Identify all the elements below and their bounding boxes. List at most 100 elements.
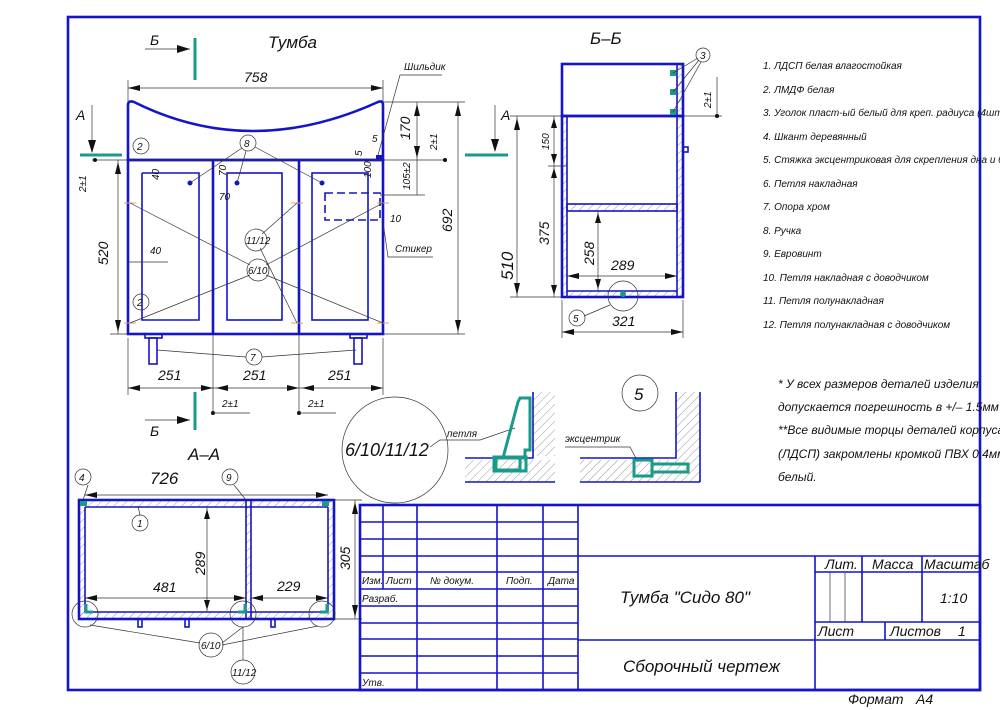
label-cam: эксцентрик — [565, 434, 622, 445]
product-name: Тумба "Сидо 80" — [620, 588, 751, 607]
dim-door-width-1: 251 — [157, 367, 181, 383]
front-view: Тумба Б 758 — [75, 32, 508, 439]
door-middle — [226, 172, 283, 321]
dim-top-height: 170 — [397, 116, 413, 140]
part-item: 7. Опора хром — [763, 202, 830, 213]
note-line: белый. — [778, 470, 817, 484]
svg-text:6/10: 6/10 — [201, 641, 221, 652]
title-block: Изм. Лист № докум. Подп. Дата Разраб. Ут… — [358, 503, 991, 707]
label-mass: Масса — [872, 556, 914, 572]
dim-5-v: 5 — [354, 150, 365, 156]
dim-bb-tol: 2±1 — [703, 91, 714, 109]
note-line: допускается погрешность в +/– 1.5мм — [778, 400, 999, 414]
svg-text:5: 5 — [573, 314, 579, 325]
svg-text:11/12: 11/12 — [232, 668, 257, 679]
section-aa: А–А 726 289 481 229 305 4 9 1 6/10 11/12 — [71, 445, 362, 685]
label-hinge: петля — [447, 429, 478, 440]
label-sheets: Листов — [889, 623, 941, 639]
part-item: 5. Стяжка эксцентриковая для скрепления … — [763, 154, 1000, 166]
dim-aa-481: 481 — [153, 579, 176, 595]
part-item: 10. Петля накладная с доводчиком — [763, 273, 929, 284]
callout-4: 4 — [74, 468, 92, 486]
svg-text:1: 1 — [137, 519, 143, 530]
dim-bb-258: 258 — [581, 241, 597, 266]
detail-hinge-label: 6/10/11/12 — [345, 440, 429, 460]
sticker-area — [324, 192, 381, 221]
part-item: 4. Шкант деревянный — [763, 132, 867, 143]
callout-8: 8 — [239, 134, 257, 152]
svg-text:3: 3 — [700, 51, 706, 62]
callout-11-12: 11/12 — [244, 228, 271, 252]
dim-10: 10 — [390, 214, 402, 225]
dim-bb-510: 510 — [498, 251, 517, 280]
part-item: 12. Петля полунакладная с доводчиком — [763, 320, 950, 331]
section-mark-b-top: Б — [150, 32, 159, 48]
callout-6-10-aa: 6/10 — [198, 632, 224, 658]
dim-40-side: 40 — [150, 246, 162, 257]
header-date: Дата — [547, 576, 575, 587]
section-aa-title: А–А — [187, 445, 220, 464]
svg-text:8: 8 — [244, 139, 250, 150]
svg-text:7: 7 — [250, 353, 256, 364]
dim-gap-1: 2±1 — [221, 399, 239, 410]
dim-aa-229: 229 — [276, 578, 301, 594]
callout-6-10: 6/10 — [246, 258, 270, 282]
label-format: Формат — [848, 691, 904, 707]
detail-cam: 5 эксцентрик — [565, 374, 701, 483]
header-sheet: Лист — [385, 576, 412, 587]
dim-aa-289: 289 — [192, 551, 208, 576]
header-doc-number: № докум. — [430, 576, 474, 587]
dim-tol-right: 2±1 — [429, 133, 440, 151]
section-mark-a-bb: А — [500, 107, 510, 123]
svg-text:2: 2 — [136, 142, 143, 153]
scale-value: 1:10 — [940, 590, 967, 606]
label-developed: Разраб. — [362, 593, 398, 605]
svg-text:2: 2 — [136, 298, 143, 309]
dim-105: 105±2 — [402, 162, 413, 190]
document-type: Сборочный чертеж — [623, 657, 781, 676]
dim-door-width-2: 251 — [242, 367, 266, 383]
section-bb: Б–Б 3 2±1 А 510 150 375 258 289 321 5 — [491, 29, 722, 338]
dim-aa-726: 726 — [150, 469, 179, 488]
dim-bb-289: 289 — [610, 257, 635, 273]
label-approved: Утв. — [361, 678, 385, 689]
label-scale: Масштаб — [924, 556, 991, 572]
callout-7: 7 — [245, 348, 263, 366]
nameplate — [376, 155, 382, 161]
dim-70-h: 70 — [219, 192, 231, 203]
dim-70-v: 70 — [218, 164, 229, 176]
notes: * У всех размеров деталей изделия допуск… — [778, 377, 1000, 484]
note-line: **Все видимые торцы деталей корпуса — [778, 423, 1000, 437]
note-line: * У всех размеров деталей изделия — [778, 377, 979, 391]
part-item: 2. ЛМДФ белая — [762, 84, 835, 96]
part-item: 9. Евровинт — [763, 249, 822, 260]
part-item: 8. Ручка — [763, 226, 802, 237]
callout-2-top: 2 — [132, 137, 150, 155]
countertop-panel — [126, 100, 385, 162]
svg-text:11/12: 11/12 — [246, 236, 271, 247]
callout-3: 3 — [695, 47, 711, 63]
callout-2-bottom: 2 — [132, 293, 150, 311]
label-sticker: Стикер — [395, 244, 432, 255]
format-value: А4 — [915, 691, 933, 707]
dim-width-758: 758 — [244, 69, 268, 85]
callout-1: 1 — [131, 514, 149, 532]
section-bb-title: Б–Б — [590, 29, 622, 48]
dim-tol-left: 2±1 — [78, 175, 89, 193]
door-left — [141, 172, 200, 321]
section-mark-b-bottom: Б — [150, 423, 159, 439]
part-item: 3. Уголок пласт-ый белый для креп. радиу… — [763, 107, 1000, 119]
label-lit: Лит. — [824, 556, 858, 572]
label-nameplate: Шильдик — [404, 62, 447, 73]
dim-gap-2: 2±1 — [307, 399, 325, 410]
cabinet-body — [126, 158, 385, 336]
header-signature: Подп. — [506, 576, 533, 587]
sheets-value: 1 — [958, 623, 966, 639]
note-line: (ЛДСП) закромлены кромкой ПВХ 0,4мм — [778, 447, 1000, 461]
dim-100: 100 — [363, 161, 374, 178]
callout-11-12-aa: 11/12 — [230, 659, 257, 685]
dim-bb-321: 321 — [612, 313, 635, 329]
dim-bb-375: 375 — [536, 221, 552, 245]
dim-total-height: 692 — [439, 208, 455, 232]
